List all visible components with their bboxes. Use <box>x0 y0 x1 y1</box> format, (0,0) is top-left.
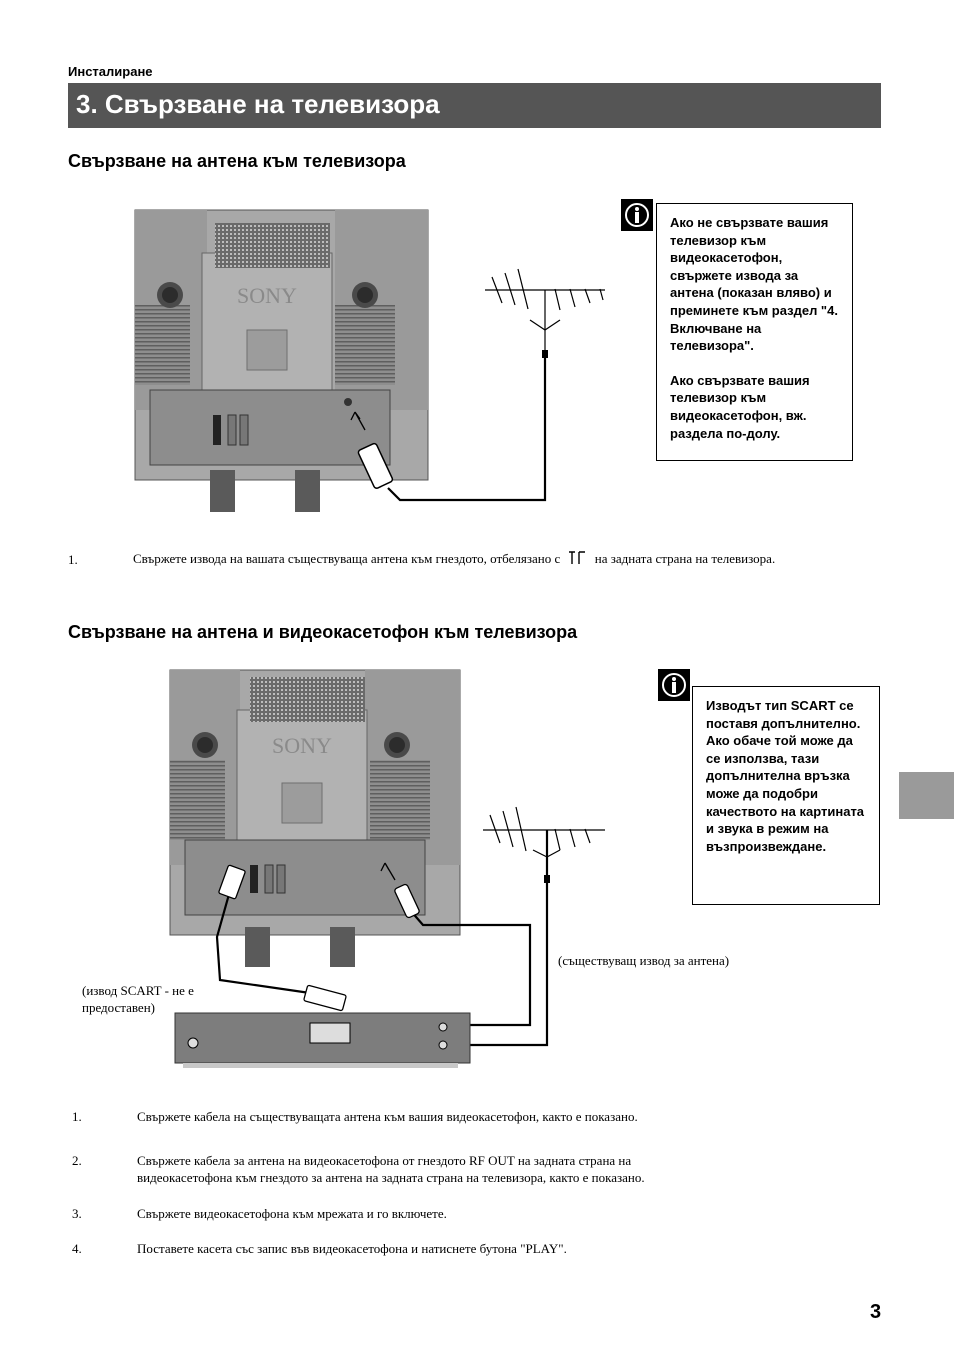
antenna-icon <box>483 806 605 858</box>
tv-antenna-figure: SONY <box>134 209 605 512</box>
note-box-2: Изводът тип SCART се поставя допълнителн… <box>692 686 880 905</box>
coax-plug-icon <box>357 442 394 489</box>
vcr-rear-body <box>174 1012 471 1068</box>
section-label: Инсталиране <box>68 64 153 79</box>
note1-paragraph2: Ако свързвате вашия телевизор към видеок… <box>670 372 810 441</box>
s2-step2-text: Свържете кабела за антена на видеокасето… <box>137 1153 645 1185</box>
note2-text: Изводът тип SCART се поставя допълнителн… <box>706 698 865 854</box>
s2-step1-text: Свържете кабела на съществуващата антена… <box>137 1109 638 1124</box>
s2-step3-text: Свържете видеокасетофона към мрежата и г… <box>137 1206 447 1221</box>
tv-rear-body: SONY <box>169 669 461 967</box>
s2-step4-number: 4. <box>72 1241 82 1256</box>
antenna-jack-icon <box>567 551 587 565</box>
info-icon <box>621 199 653 231</box>
s1-step-text-after: на задната страна на телевизора. <box>594 551 776 566</box>
s1-step-number: 1. <box>68 552 78 567</box>
section2-heading: Свързване на антена и видеокасетофон към… <box>68 622 578 642</box>
rf-cable <box>409 909 532 1027</box>
tv-rear-body: SONY <box>134 209 429 512</box>
s1-step-text-before: Свържете извода на вашата съществуваща а… <box>133 551 561 566</box>
section1-heading: Свързване на антена към телевизора <box>68 151 406 171</box>
sony-brand-text: SONY <box>237 283 297 308</box>
label-existing-antenna: (съществуващ извод за антена) <box>558 953 730 968</box>
s2-step4-text: Поставете касета със запис във видеокасе… <box>137 1241 567 1256</box>
info-icon <box>658 669 690 701</box>
antenna-cable <box>465 830 549 1047</box>
s2-step2-number: 2. <box>72 1153 82 1168</box>
s2-step3-number: 3. <box>72 1206 82 1221</box>
coax-plug-icon <box>394 883 420 919</box>
scart-cable <box>215 879 311 995</box>
s1-step-text: Свържете извода на вашата съществуваща а… <box>133 550 873 567</box>
insert-arrow-icon <box>350 411 366 431</box>
page-title: 3. Свързване на телевизора <box>76 89 440 119</box>
antenna-cable <box>387 355 547 502</box>
chapter-side-tab <box>899 772 954 819</box>
label-scart-lead: (извод SCART - не е предоставен) <box>82 983 194 1015</box>
scart-plug-icon <box>218 864 347 1012</box>
page-number: 3 <box>870 1301 882 1323</box>
sony-brand-text: SONY <box>272 733 332 758</box>
note1-paragraph1: Ако не свързвате вашия телевизор към вид… <box>670 215 838 354</box>
title-bar: 3. Свързване на телевизора <box>68 83 881 128</box>
s2-step1-number: 1. <box>72 1109 82 1124</box>
tv-vcr-antenna-figure: SONY <box>169 669 605 1068</box>
note-box-1: Ако не свързвате вашия телевизор към вид… <box>656 203 853 461</box>
insert-arrow-icon <box>380 862 396 881</box>
